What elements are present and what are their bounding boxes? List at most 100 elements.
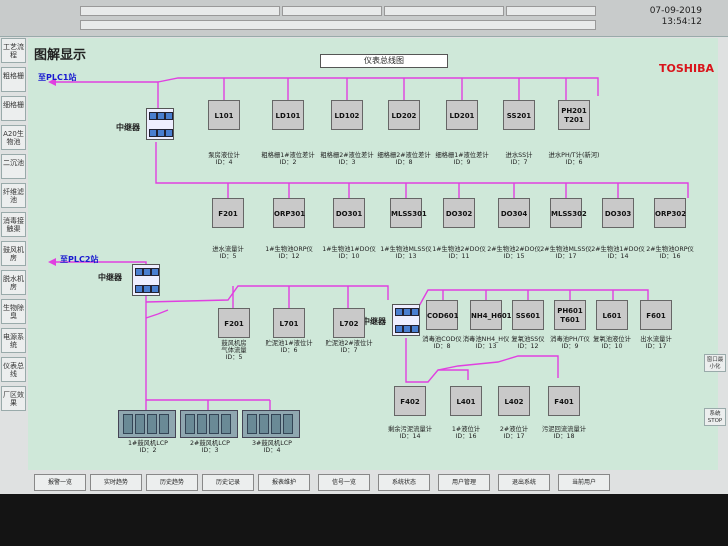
instrument-id: ID：10 <box>338 253 360 260</box>
instrument-id: ID：13 <box>395 253 417 260</box>
sidebar-item[interactable]: 厂区效果 <box>1 386 26 411</box>
instrument-row2[interactable]: DO301 <box>333 198 365 228</box>
sidebar-item[interactable]: 工艺流程 <box>1 38 26 63</box>
datetime-display: 07-09-2019 13:54:12 <box>650 6 702 28</box>
bottom-nav-button[interactable]: 用户管理 <box>438 474 490 491</box>
instrument-row4[interactable]: L402 <box>498 386 530 416</box>
instrument-id: ID：17 <box>555 253 577 260</box>
sidebar-item[interactable]: 电源系统 <box>1 328 26 353</box>
instrument-name: 贮泥池2#液位计 <box>325 340 373 347</box>
instrument-name: 剩余污泥流量计 <box>387 426 433 433</box>
instrument-row3a[interactable]: F201 <box>218 308 250 338</box>
page-title: 图解显示 <box>34 48 87 63</box>
instrument-row4[interactable]: F401 <box>548 386 580 416</box>
plc1-link[interactable]: 至PLC1站 <box>38 73 77 82</box>
instrument-row3b[interactable]: PH601 T601 <box>554 300 586 330</box>
instrument-name: 进水SS计 <box>505 152 533 159</box>
sidebar-item[interactable]: 细格栅 <box>1 96 26 121</box>
instrument-row2[interactable]: MLSS302 <box>550 198 587 228</box>
instrument-id: ID：13 <box>475 343 497 350</box>
sidebar-item[interactable]: 消毒接触渠 <box>1 212 26 237</box>
instrument-name: 出水流量计 <box>640 336 672 343</box>
minimize-window-button[interactable]: 窗口最小化 <box>704 354 726 372</box>
instrument-name: 进水流量计 <box>212 246 244 253</box>
repeater-label: 中继器 <box>116 123 140 132</box>
instrument-row4[interactable]: F402 <box>394 386 426 416</box>
sidebar-item[interactable]: 脱水机房 <box>1 270 26 295</box>
instrument-row2[interactable]: ORP302 <box>654 198 686 228</box>
bottom-nav-button[interactable]: 历史记录 <box>202 474 254 491</box>
brand-logo: TOSHIBA <box>659 62 714 75</box>
instrument-id: ID：5 <box>219 253 237 260</box>
repeater-label: 中继器 <box>362 317 386 326</box>
instrument-row4[interactable]: L401 <box>450 386 482 416</box>
instrument-name: 消毒池NH4_H仪 <box>462 336 510 343</box>
instrument-id: ID：4 <box>215 159 233 166</box>
bottom-nav-button[interactable]: 实时趋势 <box>90 474 142 491</box>
instrument-row1[interactable]: LD101 <box>272 100 304 130</box>
bottom-nav-button[interactable]: 退出系统 <box>498 474 550 491</box>
sidebar-item[interactable]: 生物除臭 <box>1 299 26 324</box>
instrument-row1[interactable]: LD201 <box>446 100 478 130</box>
instrument-row3a[interactable]: L702 <box>333 308 365 338</box>
bottom-nav-button[interactable]: 当前用户 <box>558 474 610 491</box>
sidebar-item[interactable]: 二沉池 <box>1 154 26 179</box>
instrument-row2[interactable]: MLSS301 <box>390 198 427 228</box>
instrument-id: ID：9 <box>453 159 471 166</box>
instrument-row3b[interactable]: SS601 <box>512 300 544 330</box>
instrument-name: 2#生物池MLSS仪 <box>540 246 592 253</box>
instrument-name: 细格栅2#液位差计 <box>377 152 431 159</box>
instrument-name: 复氧池液位计 <box>593 336 631 343</box>
lcp-id: ID：4 <box>263 447 281 454</box>
instrument-row3b[interactable]: L601 <box>596 300 628 330</box>
plc2-link[interactable]: 至PLC2站 <box>60 255 99 264</box>
instrument-row2[interactable]: F201 <box>212 198 244 228</box>
instrument-id: ID：7 <box>510 159 528 166</box>
bottom-nav-button[interactable]: 信号一览 <box>318 474 370 491</box>
instrument-row1[interactable]: PH201 T201 <box>558 100 590 130</box>
sidebar-item[interactable]: 粗格栅 <box>1 67 26 92</box>
status-cell <box>80 6 280 16</box>
instrument-row2[interactable]: DO302 <box>443 198 475 228</box>
instrument-row3b[interactable]: COD601 <box>426 300 459 330</box>
lcp-name: 1#鼓风机LCP <box>128 440 168 447</box>
bottom-nav-button[interactable]: 报警一览 <box>34 474 86 491</box>
sidebar-item[interactable]: 纤维滤池 <box>1 183 26 208</box>
instrument-row3b[interactable]: NH4_H601 <box>470 300 512 330</box>
instrument-row2[interactable]: DO304 <box>498 198 530 228</box>
instrument-id: ID：16 <box>455 433 477 440</box>
system-stop-button[interactable]: 系统STOP <box>704 408 726 426</box>
instrument-row1[interactable]: SS201 <box>503 100 535 130</box>
instrument-caption: 进水PH/T计(新河)ID：6 <box>529 152 619 166</box>
time-text: 13:54:12 <box>661 17 702 27</box>
instrument-row1[interactable]: LD102 <box>331 100 363 130</box>
instrument-row2[interactable]: ORP301 <box>273 198 305 228</box>
sidebar-item[interactable]: 仪表总线 <box>1 357 26 382</box>
instrument-id: ID：10 <box>601 343 623 350</box>
bottom-nav-button[interactable]: 历史趋势 <box>146 474 198 491</box>
sidebar-item[interactable]: 鼓风机房 <box>1 241 26 266</box>
instrument-row3a[interactable]: L701 <box>273 308 305 338</box>
instrument-row1[interactable]: LD202 <box>388 100 420 130</box>
instrument-row1[interactable]: L101 <box>208 100 240 130</box>
instrument-name: 进水PH/T计(新河) <box>548 152 600 159</box>
bottom-nav-button[interactable]: 报表维护 <box>258 474 310 491</box>
bottom-nav-button[interactable]: 系统状态 <box>378 474 430 491</box>
sidebar-item[interactable]: A20生物池 <box>1 125 26 150</box>
instrument-row2[interactable]: DO303 <box>602 198 634 228</box>
instrument-row3b[interactable]: F601 <box>640 300 672 330</box>
